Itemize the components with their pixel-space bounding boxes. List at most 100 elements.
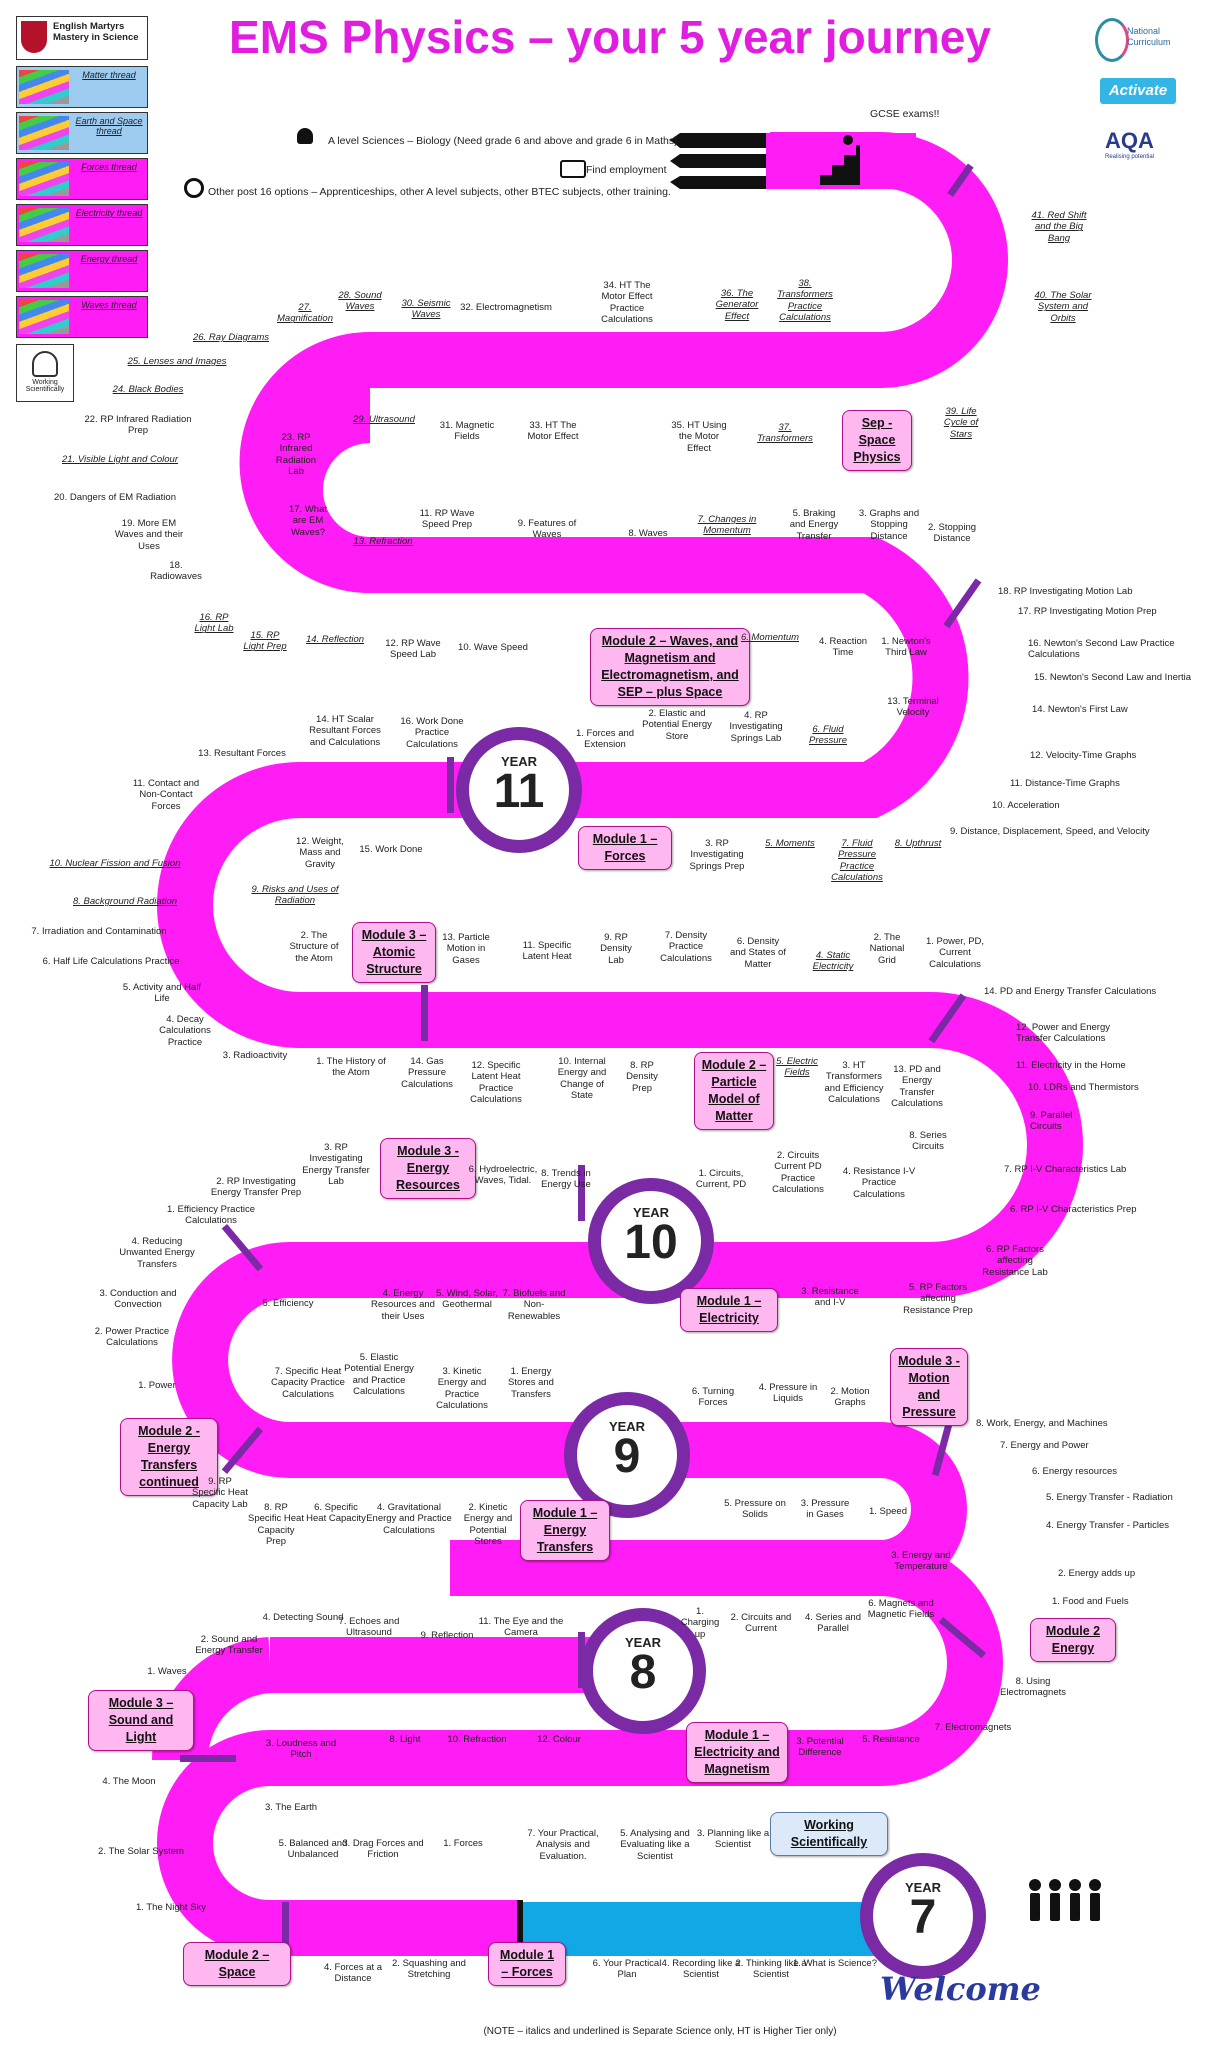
label: 8. RP Specific Heat Capacity Prep (248, 1502, 304, 1548)
label: 6. Fluid Pressure (808, 724, 847, 747)
label: 27. Magnification (277, 302, 333, 325)
label: 16. RP Light Lab (194, 612, 234, 635)
label: 6. RP I-V Characteristics Prep (1010, 1204, 1137, 1215)
gcse-exams-label: GCSE exams!! (870, 108, 940, 120)
label: 3. HT Transformers and Efficiency Calcul… (824, 1060, 884, 1106)
label: 2. The Solar System (98, 1846, 184, 1857)
forces-thread: Forces thread (16, 158, 148, 200)
label: 2. Squashing and Stretching (392, 1958, 466, 1981)
label: 5. Electric Fields (776, 1056, 818, 1079)
label: 3. Kinetic Energy and Practice Calculati… (436, 1366, 488, 1412)
module-y7-forces: Module 1 – Forces (488, 1942, 566, 1986)
label: 10. LDRs and Thermistors (1028, 1082, 1139, 1093)
waves-thread: Waves thread (16, 296, 148, 338)
label: 20. Dangers of EM Radiation (54, 492, 176, 503)
label: 4. Pressure in Liquids (758, 1382, 818, 1405)
label: 3. RP Investigating Energy Transfer Lab (302, 1142, 370, 1188)
module-y8-sound-light: Module 3 – Sound and Light (88, 1690, 194, 1751)
label: 2. RP Investigating Energy Transfer Prep (210, 1176, 302, 1199)
label: 12. Specific Latent Heat Practice Calcul… (470, 1060, 522, 1106)
label: 2. Power Practice Calculations (94, 1326, 170, 1349)
label: 35. HT Using the Motor Effect (671, 420, 727, 454)
label: 12. Velocity-Time Graphs (1030, 750, 1137, 761)
label: 8. Using Electromagnets (999, 1676, 1066, 1699)
label: 5. Pressure on Solids (724, 1498, 786, 1521)
label: 8. Work, Energy, and Machines (976, 1418, 1108, 1429)
arrow-employ (670, 154, 766, 168)
label: 5. Balanced and Unbalanced (278, 1838, 348, 1861)
label: 6. Half Life Calculations Practice (42, 956, 180, 967)
label: 7. Echoes and Ultrasound (338, 1616, 400, 1639)
label: 1. The Night Sky (135, 1902, 207, 1913)
label: 4. Gravitational Energy and Practice Cal… (366, 1502, 452, 1536)
label: 5. Resistance (862, 1734, 920, 1745)
label: 31. Magnetic Fields (439, 420, 495, 443)
label: 11. Distance-Time Graphs (1010, 778, 1120, 789)
label: 28. Sound Waves (338, 290, 382, 313)
arrow-alevel (670, 133, 766, 148)
label: 14. HT Scalar Resultant Forces and Calcu… (309, 714, 381, 748)
module-y9-transfers-continued: Module 2 - Energy Transfers continued (120, 1418, 218, 1496)
label: 18. Radiowaves (150, 560, 202, 583)
module-y10-atomic-structure: Module 3 – Atomic Structure (352, 922, 436, 983)
label: 15. Work Done (359, 844, 423, 855)
label: 11. The Eye and the Camera (478, 1616, 564, 1639)
module-working-scientifically: Working Scientifically (770, 1812, 888, 1856)
page-title: EMS Physics – your 5 year journey (229, 11, 991, 63)
electricity-thread: Electricity thread (16, 204, 148, 246)
label: 14. Reflection (305, 634, 365, 645)
label: 7. Biofuels and Non-Renewables (502, 1288, 566, 1322)
label: 17. What are EM Waves? (288, 504, 328, 538)
label: 3. Pressure in Gases (800, 1498, 850, 1521)
label: 9. Reflection (420, 1630, 474, 1641)
stairs-icon (820, 145, 860, 185)
label: 5. Moments (765, 838, 815, 849)
label: 6. Magnets and Magnetic Fields (867, 1598, 935, 1621)
label: 2. The Structure of the Atom (289, 930, 339, 964)
label: 4. The Moon (102, 1776, 156, 1787)
label: 9. Risks and Uses of Radiation (251, 884, 339, 907)
label: 1. Speed (868, 1506, 908, 1517)
label: 2. Motion Graphs (830, 1386, 870, 1409)
label: 7. Fluid Pressure Practice Calculations (831, 838, 883, 884)
label: 5. Wind, Solar, Geothermal (436, 1288, 498, 1311)
label: 6. RP Factors affecting Resistance Lab (982, 1244, 1048, 1278)
label: 2. Kinetic Energy and Potential Stores (463, 1502, 513, 1548)
module-y10-electricity: Module 1 – Electricity (680, 1288, 778, 1332)
footnote: (NOTE – italics and underlined is Separa… (483, 2026, 837, 2037)
label: 12. Power and Energy Transfer Calculatio… (1016, 1022, 1111, 1045)
label: 4. Recording like a Scientist (661, 1958, 741, 1981)
module-y9-transfers: Module 1 – Energy Transfers (520, 1500, 610, 1561)
label: 10. Internal Energy and Change of State (557, 1056, 607, 1102)
label: 4. Static Electricity (812, 950, 854, 973)
label: 2. Circuits and Current (730, 1612, 792, 1635)
label: 8. Waves (628, 528, 668, 539)
earth-space-thread: Earth and Space thread (16, 112, 148, 154)
label: 2. The National Grid (869, 932, 905, 966)
label: 11. Contact and Non-Contact Forces (132, 778, 200, 812)
label: 4. Reducing Unwanted Energy Transfers (119, 1236, 195, 1270)
label: 3. Resistance and I-V (801, 1286, 859, 1309)
label: 1. Circuits, Current, PD (695, 1168, 747, 1191)
label: 17. RP Investigating Motion Prep (1018, 606, 1157, 617)
cog-icon (184, 178, 204, 198)
label: 7. Your Practical, Analysis and Evaluati… (527, 1828, 599, 1862)
label: 3. Graphs and Stopping Distance (858, 508, 920, 542)
label: 30. Seismic Waves (401, 298, 451, 321)
module-y11-space-physics: Sep - Space Physics (842, 410, 912, 471)
national-curriculum-logo: National Curriculum (1095, 18, 1190, 62)
label: 11. RP Wave Speed Prep (419, 508, 475, 531)
label: 1. The History of the Atom (316, 1056, 386, 1079)
label: 13. Terminal Velocity (887, 696, 939, 719)
label: 2. Stopping Distance (927, 522, 977, 545)
label: 3. Conduction and Convection (99, 1288, 177, 1311)
label: 3. Potential Difference (796, 1736, 844, 1759)
label: 12. Colour (537, 1734, 581, 1745)
label: 21. Visible Light and Colour (61, 454, 178, 465)
label: 1. Charging up (680, 1606, 720, 1640)
label: 3. RP Investigating Springs Prep (689, 838, 745, 872)
label: 39. Life Cycle of Stars (943, 406, 979, 440)
